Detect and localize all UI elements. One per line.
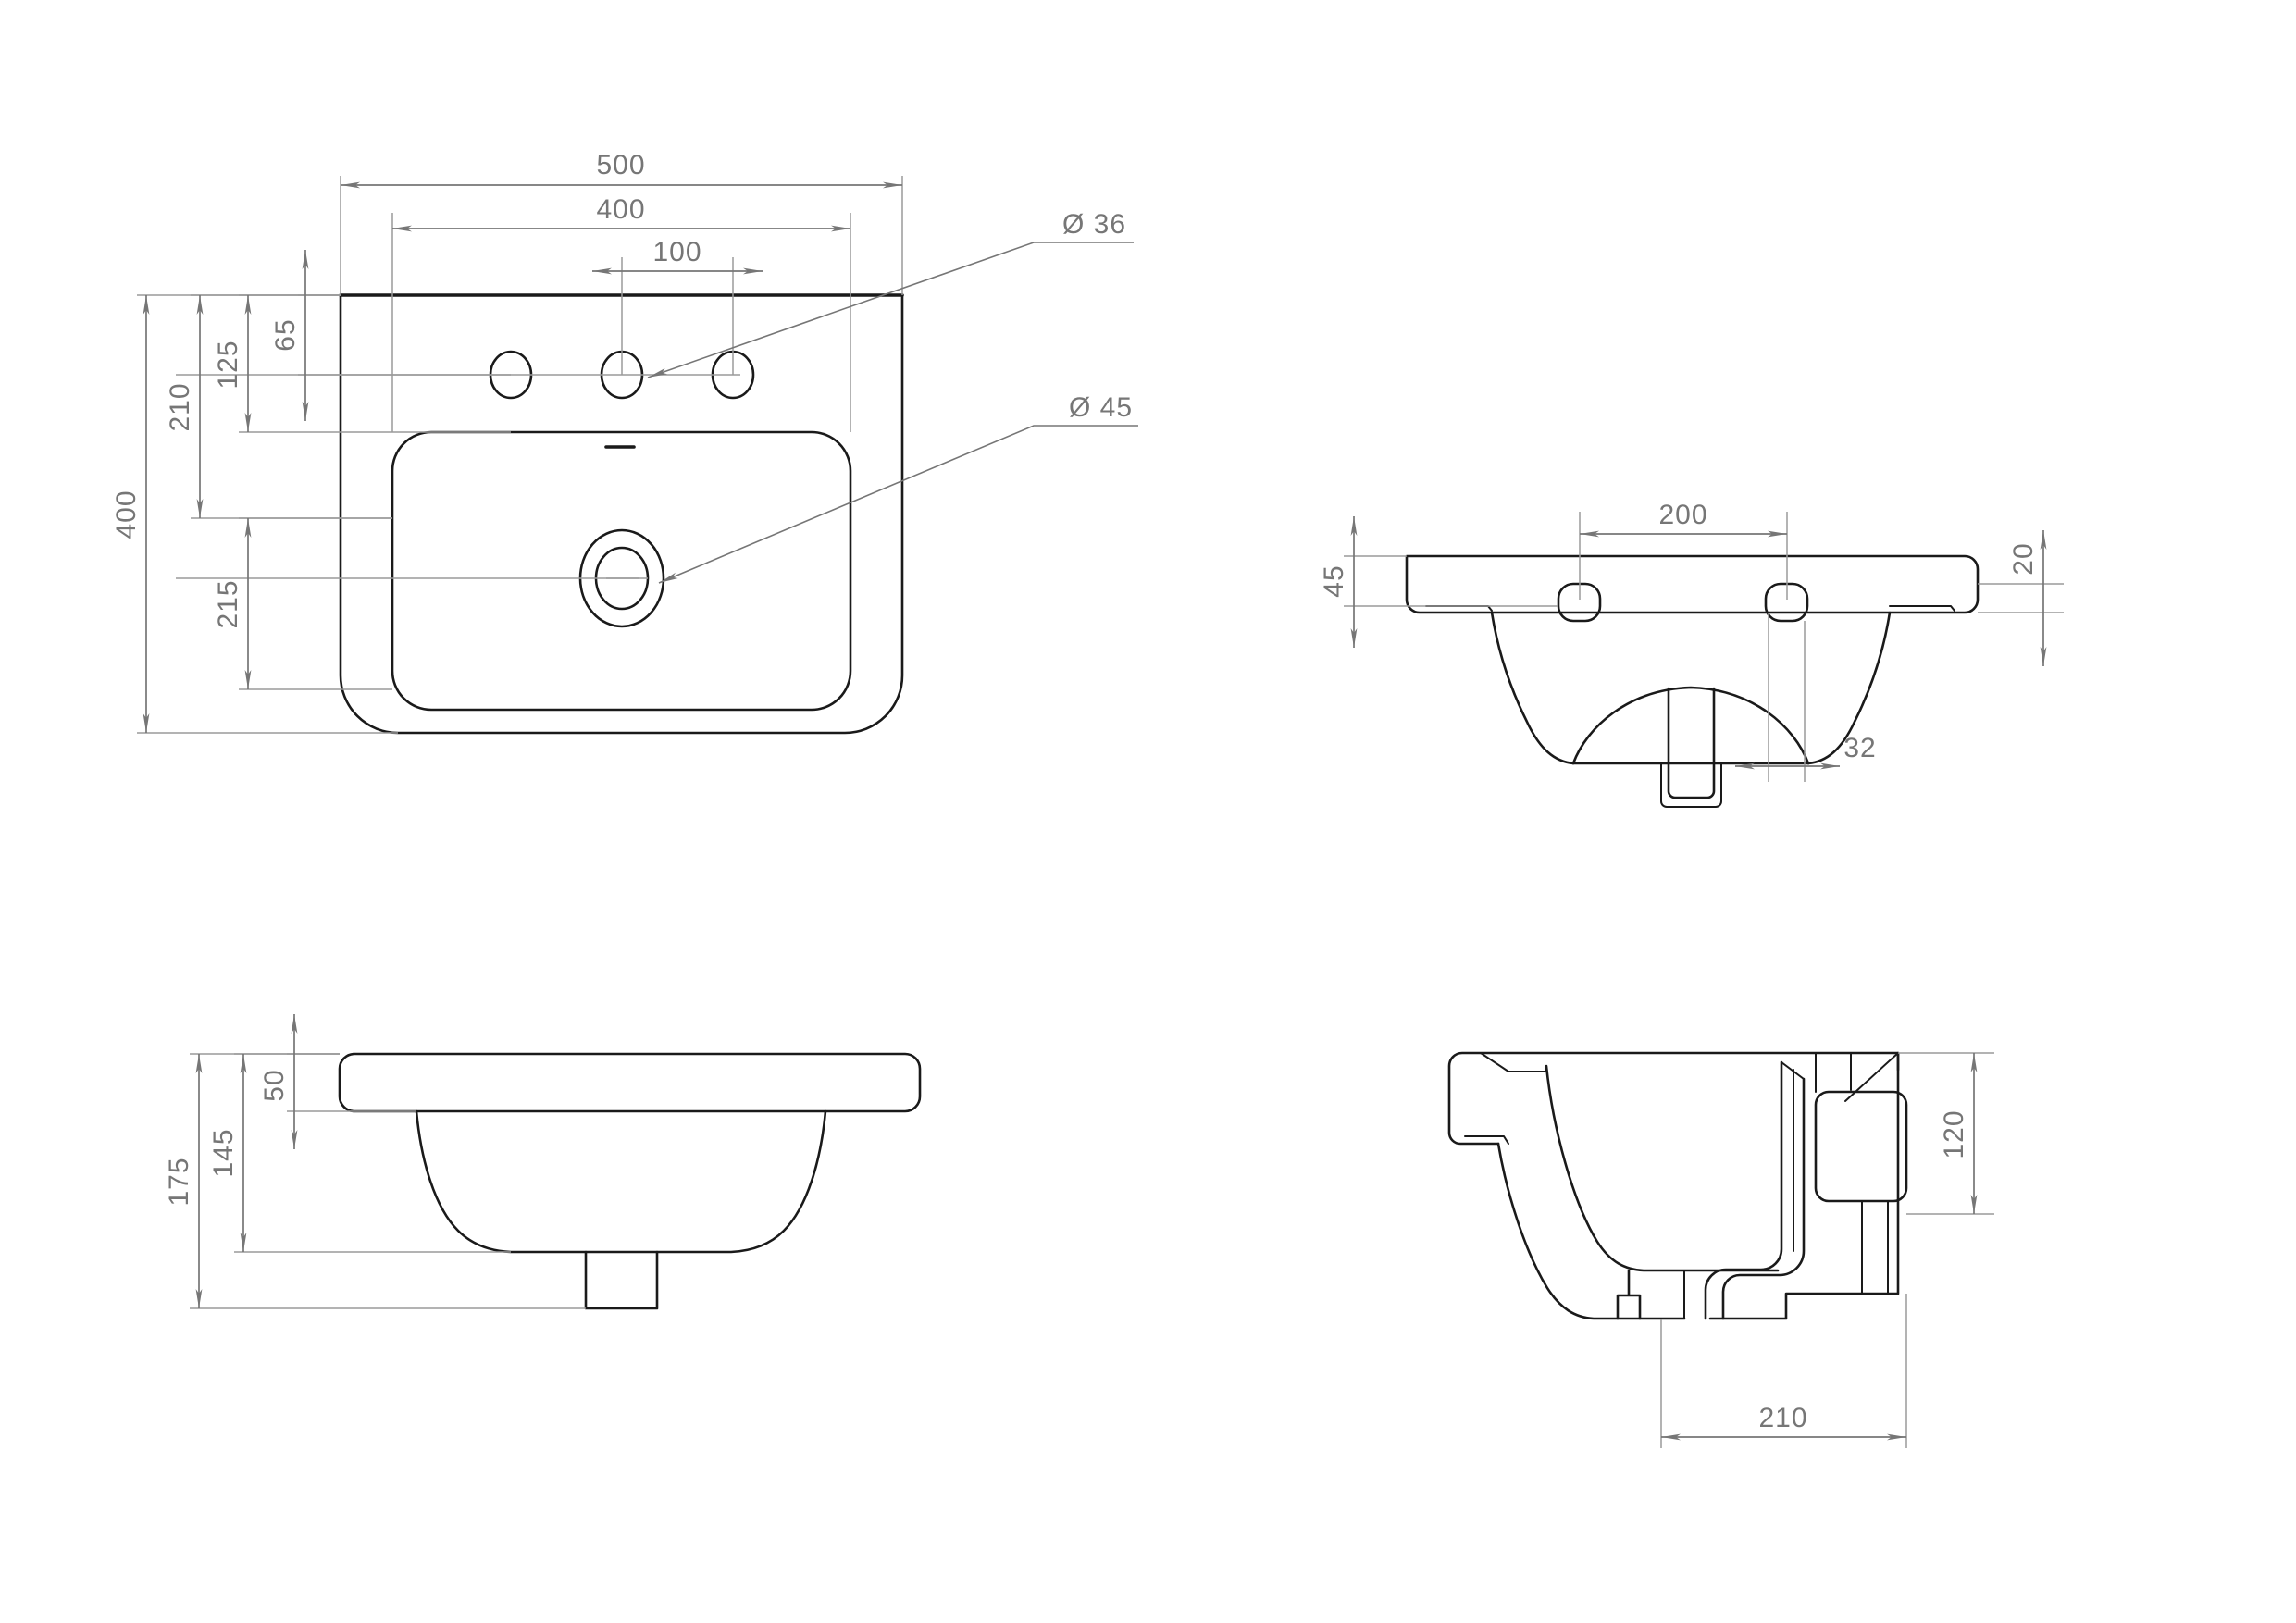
section-bracket-vert-2: [1721, 1077, 1806, 1320]
dim-label-20: 20: [2008, 542, 2039, 575]
dim-label-210-projection: 210: [1758, 1403, 1807, 1433]
dim-label-45: 45: [1319, 564, 1349, 597]
rear-elevation-view: 200 45 20 32: [1319, 500, 2064, 808]
section-rear-wall-block: [1708, 1051, 1900, 1320]
plan-bowl-outline: [391, 430, 852, 712]
front-elevation-view: 175 145 50: [164, 1014, 922, 1310]
section-rim-step2: [1480, 1052, 1509, 1072]
rear-right-skirt: [1806, 611, 1892, 765]
rear-left-skirt: [1490, 611, 1575, 765]
section-wall-plate-diagonal: [1844, 1052, 1899, 1102]
dim-label-145: 145: [208, 1128, 239, 1177]
section-bowl-outer-wall: [1496, 1142, 1686, 1320]
section-bracket-top-cap: [1781, 1061, 1805, 1080]
section-waste-detail: [1616, 1269, 1642, 1320]
dim-label-dia36: Ø 36: [1062, 209, 1126, 240]
dim-label-500: 500: [596, 150, 645, 180]
front-rim-slab: [338, 1052, 922, 1113]
dim-label-175: 175: [164, 1157, 194, 1206]
section-bracket-vert-1: [1704, 1060, 1783, 1320]
dim-label-dia45: Ø 45: [1069, 392, 1133, 423]
dim-label-215: 215: [213, 579, 243, 628]
dim-label-120: 120: [1939, 1109, 1969, 1158]
dim-label-100: 100: [652, 237, 701, 267]
front-bowl-profile: [415, 1109, 827, 1254]
section-outer-profile: [1447, 1051, 1900, 1146]
dim-label-400-width: 400: [596, 194, 645, 225]
rear-right-lip: [1889, 605, 1955, 612]
leader-dia45: [658, 425, 1138, 584]
side-section-view: 120 210: [1447, 1051, 1994, 1448]
front-waste-stub: [584, 1250, 659, 1310]
dim-label-50: 50: [259, 1069, 290, 1101]
dim-label-200: 200: [1658, 500, 1707, 530]
rear-slab-outline: [1405, 554, 1980, 614]
dim-label-400-depth: 400: [111, 489, 142, 539]
plan-outer-outline: [339, 293, 904, 735]
leader-dia36: [647, 242, 1134, 378]
dim-label-210: 210: [165, 382, 195, 431]
rear-bowl-dome: [1571, 686, 1810, 765]
dim-label-32: 32: [1843, 733, 1876, 763]
section-bowl-inner-wall: [1545, 1064, 1780, 1272]
rear-waste-stub-inner: [1660, 762, 1722, 808]
dim-label-65: 65: [270, 318, 301, 351]
rear-waste-stub: [1667, 687, 1716, 799]
section-front-lip-inner: [1464, 1135, 1509, 1145]
dim-label-125: 125: [213, 340, 243, 389]
plan-view: 500 400 100 400 210 125 65: [111, 150, 1138, 735]
